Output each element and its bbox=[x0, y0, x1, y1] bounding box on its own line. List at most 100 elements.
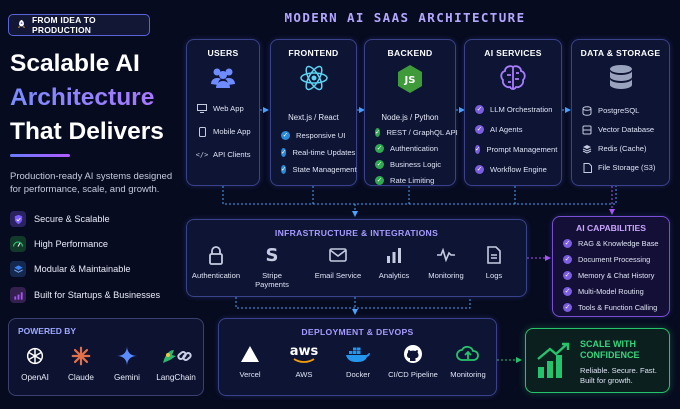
deploy-item: Monitoring bbox=[441, 343, 495, 379]
storage-item: Vector Database bbox=[582, 123, 663, 136]
users-item-label: API Clients bbox=[213, 150, 251, 159]
vercel-icon bbox=[223, 343, 277, 365]
storage-item-label: PostgreSQL bbox=[598, 106, 640, 115]
users-card: USERS Web App Mobile App </>API Clients bbox=[186, 39, 260, 186]
frontend-item: ✓Real-time Updates bbox=[281, 146, 355, 159]
check-icon: ✓ bbox=[563, 255, 572, 264]
stripe-icon: S bbox=[265, 244, 279, 266]
backend-item: ✓ Business Logic bbox=[375, 158, 449, 171]
backend-card: BACKEND JS Node.js / Python ✓REST / Grap… bbox=[364, 39, 458, 186]
backend-item: ✓ Authentication bbox=[375, 142, 449, 155]
backend-subtitle: Node.js / Python bbox=[381, 113, 439, 122]
backend-item-label: REST / GraphQL API bbox=[386, 128, 458, 137]
provider-label: LangChain bbox=[156, 373, 196, 382]
postgres-icon bbox=[582, 105, 592, 116]
svg-text:JS: JS bbox=[404, 75, 416, 86]
feature-label: Built for Startups & Businesses bbox=[34, 290, 161, 300]
hero-title-line2: Architecture bbox=[10, 84, 182, 112]
infrastructure-card: INFRASTRUCTURE & INTEGRATIONS Authentica… bbox=[186, 219, 527, 297]
growth-bars-icon bbox=[536, 341, 570, 384]
users-item: Mobile App bbox=[197, 125, 253, 138]
feature-item: Modular & Maintainable bbox=[10, 260, 131, 278]
backend-item-label: Authentication bbox=[390, 144, 439, 153]
check-icon: ✓ bbox=[563, 271, 572, 280]
infra-item-label: Monitoring bbox=[428, 271, 464, 280]
nodejs-icon: JS bbox=[365, 64, 455, 94]
storage-item: Redis (Cache) bbox=[582, 142, 663, 155]
check-icon: ✓ bbox=[281, 131, 290, 140]
infra-item: Email Service bbox=[311, 244, 365, 280]
ai-service-item: ✓Workflow Engine bbox=[475, 163, 555, 176]
deploy-item: Vercel bbox=[223, 343, 277, 379]
feature-label: Modular & Maintainable bbox=[34, 264, 131, 274]
brain-icon bbox=[465, 64, 561, 92]
provider-label: Gemini bbox=[114, 373, 140, 382]
hero-subtitle: Production-ready AI systems designed for… bbox=[10, 171, 173, 195]
scale-with-confidence-box: SCALE WITH CONFIDENCE Reliable. Secure. … bbox=[525, 328, 670, 393]
check-icon: ✓ bbox=[375, 144, 384, 153]
storage-item: PostgreSQL bbox=[582, 104, 663, 117]
storage-item-label: Redis (Cache) bbox=[598, 144, 647, 153]
users-item-label: Web App bbox=[213, 104, 244, 113]
powered-by-panel: POWERED BY OpenAI Claude Gemini LangChai… bbox=[8, 318, 204, 396]
backend-item-label: Business Logic bbox=[390, 160, 442, 169]
card-title: USERS bbox=[207, 48, 239, 58]
capability-label: Multi-Model Routing bbox=[578, 287, 644, 296]
users-item: Web App bbox=[197, 102, 253, 115]
feature-item: Secure & Scalable bbox=[10, 210, 110, 228]
feature-label: High Performance bbox=[34, 239, 109, 249]
deploy-item: aws AWS bbox=[277, 343, 331, 380]
file-icon bbox=[582, 162, 592, 173]
infra-item-label: Analytics bbox=[378, 271, 410, 280]
feature-item: High Performance bbox=[10, 235, 108, 253]
infra-item-label: Email Service bbox=[314, 271, 362, 280]
scale-text-line1: Reliable. Secure. Fast. bbox=[580, 366, 657, 375]
ai-capabilities-title: AI CAPABILITIES bbox=[575, 223, 647, 233]
docker-icon bbox=[331, 343, 385, 365]
bar-chart-icon bbox=[367, 244, 421, 266]
openai-icon bbox=[13, 344, 57, 368]
storage-item: File Storage (S3) bbox=[582, 161, 663, 174]
ai-service-item-label: AI Agents bbox=[490, 125, 523, 134]
card-title: BACKEND bbox=[387, 48, 433, 58]
capability-label: Document Processing bbox=[578, 255, 651, 264]
infra-item: S Stripe Payments bbox=[245, 244, 299, 290]
aws-icon: aws bbox=[277, 343, 331, 365]
capability-item: ✓RAG & Knowledge Base bbox=[563, 237, 663, 250]
frontend-item-label: State Management bbox=[292, 165, 357, 174]
powered-by-title: POWERED BY bbox=[18, 326, 77, 336]
check-icon: ✓ bbox=[475, 125, 484, 134]
feature-item: Built for Startups & Businesses bbox=[10, 286, 160, 304]
database-icon bbox=[572, 64, 669, 94]
check-icon: ✓ bbox=[563, 239, 572, 248]
rocket-icon bbox=[16, 19, 27, 32]
frontend-item-label: Real-time Updates bbox=[292, 148, 356, 157]
infra-item: Logs bbox=[467, 244, 521, 280]
document-icon bbox=[467, 244, 521, 266]
feature-label: Secure & Scalable bbox=[34, 214, 110, 224]
check-icon: ✓ bbox=[281, 165, 287, 174]
capability-label: Tools & Function Calling bbox=[578, 303, 658, 312]
frontend-item-label: Responsive UI bbox=[296, 131, 346, 140]
data-storage-card: DATA & STORAGE PostgreSQL Vector Databas… bbox=[571, 39, 670, 186]
hero-title-line1: Scalable AI bbox=[10, 50, 140, 77]
production-badge: FROM IDEA TO PRODUCTION bbox=[8, 14, 150, 36]
layers-icon bbox=[10, 261, 26, 277]
redis-icon bbox=[582, 144, 592, 154]
ai-capabilities-card: AI CAPABILITIES ✓RAG & Knowledge Base ✓ D… bbox=[552, 216, 670, 317]
ai-service-item-label: Prompt Management bbox=[486, 145, 558, 154]
provider-gemini: Gemini bbox=[105, 344, 149, 382]
infra-item: Analytics bbox=[367, 244, 421, 280]
architecture-title: MODERN AI SAAS ARCHITECTURE bbox=[284, 10, 526, 25]
capability-item: ✓ Document Processing bbox=[563, 253, 663, 266]
claude-icon bbox=[59, 344, 103, 368]
check-icon: ✓ bbox=[375, 160, 384, 169]
capability-item: ✓ Tools & Function Calling bbox=[563, 301, 663, 314]
ai-service-item: ✓Prompt Management bbox=[475, 143, 558, 156]
aws-logo-text: aws bbox=[289, 343, 319, 359]
frontend-item: ✓ State Management bbox=[281, 163, 357, 176]
check-icon: ✓ bbox=[563, 303, 572, 312]
hero-underline bbox=[10, 154, 70, 157]
users-item-label: Mobile App bbox=[213, 127, 251, 136]
check-icon: ✓ bbox=[375, 128, 381, 137]
